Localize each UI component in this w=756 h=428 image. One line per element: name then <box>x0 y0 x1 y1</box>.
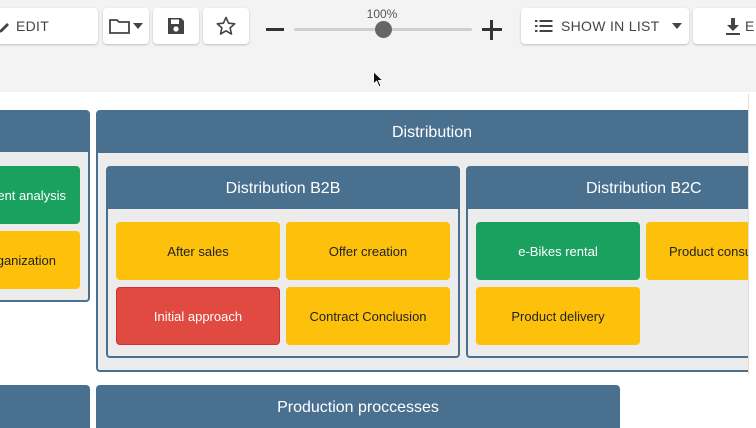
mouse-cursor-icon <box>373 70 384 93</box>
zoom-out-button[interactable] <box>266 28 284 31</box>
process-card-after-sales[interactable]: After sales <box>116 222 280 280</box>
production-processes-group[interactable]: Production proccesses <box>96 385 620 428</box>
left-bottom-group[interactable] <box>0 385 90 428</box>
download-button[interactable]: E <box>693 8 756 44</box>
show-in-list-label: SHOW IN LIST <box>561 18 660 34</box>
caret-down-icon <box>671 23 682 29</box>
distribution-b2b-title: Distribution B2B <box>225 179 341 197</box>
process-card-label: ent analysis <box>0 187 66 203</box>
pencil-icon <box>0 19 10 33</box>
favorite-button[interactable] <box>203 8 249 44</box>
process-card-label: e-Bikes rental <box>518 243 598 259</box>
caret-down-icon <box>133 23 143 29</box>
show-in-list-button[interactable]: SHOW IN LIST <box>521 8 689 44</box>
process-card-initial-approach[interactable]: Initial approach <box>116 287 280 345</box>
save-button[interactable] <box>153 8 199 44</box>
distribution-b2b-header: Distribution B2B <box>108 168 458 209</box>
folder-icon <box>109 17 131 35</box>
download-label: E <box>745 18 755 34</box>
process-card-label: Initial approach <box>153 308 243 324</box>
process-card-label: Product delivery <box>511 308 605 324</box>
star-icon <box>216 16 236 36</box>
process-card-product-consulting[interactable]: Product consu <box>646 222 756 280</box>
canvas-scrollbar[interactable] <box>748 94 756 374</box>
edit-button[interactable]: EDIT <box>0 8 98 44</box>
process-card-label: Contract Conclusion <box>309 308 427 324</box>
open-folder-button[interactable] <box>103 8 149 44</box>
process-card-label: ganization <box>0 252 56 268</box>
production-processes-header: Production proccesses <box>98 387 618 428</box>
process-card-label: Product consu <box>669 243 753 259</box>
distribution-b2c-header: Distribution B2C <box>468 168 756 209</box>
process-card-analysis[interactable]: ent analysis <box>0 166 80 224</box>
zoom-percent: 100% <box>366 7 398 21</box>
save-icon <box>166 16 186 36</box>
toolbar: EDIT 100% <box>0 0 756 92</box>
download-icon <box>725 17 741 35</box>
left-process-group-header <box>0 112 88 152</box>
distribution-title: Distribution <box>391 123 473 141</box>
distribution-b2c-title: Distribution B2C <box>586 179 702 197</box>
process-card-contract-conclusion[interactable]: Contract Conclusion <box>286 287 450 345</box>
zoom-slider-handle[interactable] <box>374 21 392 38</box>
process-card-ebikes-rental[interactable]: e-Bikes rental <box>476 222 640 280</box>
process-card-label: After sales <box>167 243 229 259</box>
production-processes-title: Production proccesses <box>277 398 439 416</box>
list-icon <box>535 19 553 33</box>
process-card-label: Offer creation <box>328 243 408 259</box>
zoom-in-button[interactable] <box>482 20 502 40</box>
distribution-header: Distribution <box>98 112 756 153</box>
edit-label: EDIT <box>16 18 50 34</box>
left-bottom-group-header <box>0 387 88 428</box>
process-card-product-delivery[interactable]: Product delivery <box>476 287 640 345</box>
process-card-organization[interactable]: ganization <box>0 231 80 289</box>
process-card-offer-creation[interactable]: Offer creation <box>286 222 450 280</box>
